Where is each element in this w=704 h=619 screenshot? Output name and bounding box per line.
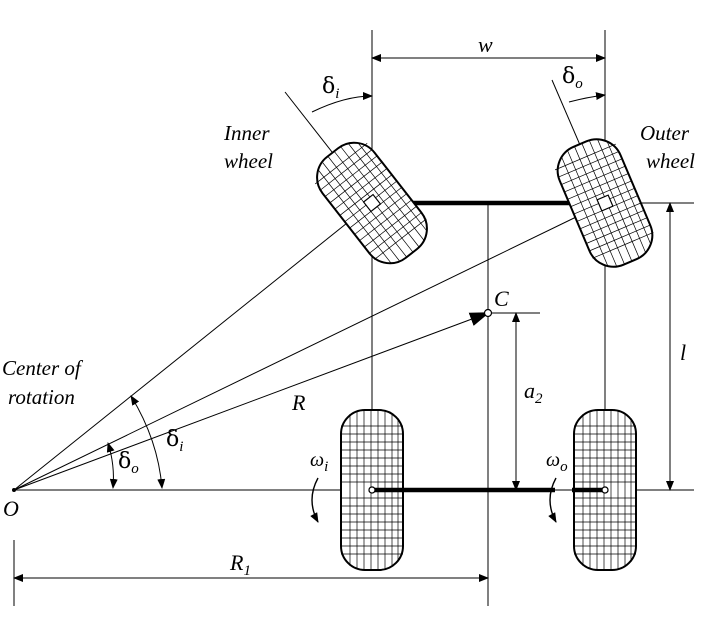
label-inner-wheel-2: wheel: [224, 149, 273, 173]
label-R1: R1: [229, 550, 251, 579]
label-C: C: [494, 286, 509, 311]
label-delta-i-top: δi: [322, 74, 339, 102]
label-outer-wheel-1: Outer: [640, 121, 690, 145]
label-delta-o-top: δo: [562, 64, 583, 92]
label-a2: a2: [524, 378, 543, 407]
label-outer-wheel-2: wheel: [646, 149, 695, 173]
mass-center-point: [483, 308, 493, 318]
radius-R-arrow: [13, 312, 490, 491]
label-center-1: Center of: [2, 356, 84, 380]
label-omega-i: ωi: [310, 449, 328, 475]
label-R: R: [291, 390, 306, 415]
label-omega-o: ωo: [546, 449, 568, 475]
rear-outer-hub: [601, 486, 609, 494]
rear-inner-hub: [368, 486, 376, 494]
label-O: O: [3, 496, 19, 521]
front-outer-tire: [554, 138, 654, 268]
label-delta-o-origin: δo: [118, 449, 139, 477]
origin-point: [12, 488, 16, 492]
delta-i-arc-top: [311, 92, 373, 113]
label-l: l: [680, 340, 686, 365]
label-w: w: [478, 32, 493, 57]
label-center-2: rotation: [8, 385, 75, 409]
label-delta-i-origin: δi: [166, 427, 183, 455]
omega-o-rotation-icon: [548, 477, 557, 523]
label-inner-wheel-1: Inner: [223, 121, 270, 145]
omega-i-rotation-icon: [310, 477, 319, 523]
delta-i-arc-origin: [130, 395, 166, 489]
front-inner-tire: [314, 141, 428, 265]
ray-to-inner-wheel: [13, 202, 373, 491]
delta-o-arc-top: [568, 92, 606, 103]
delta-o-arc-origin: [106, 442, 118, 489]
